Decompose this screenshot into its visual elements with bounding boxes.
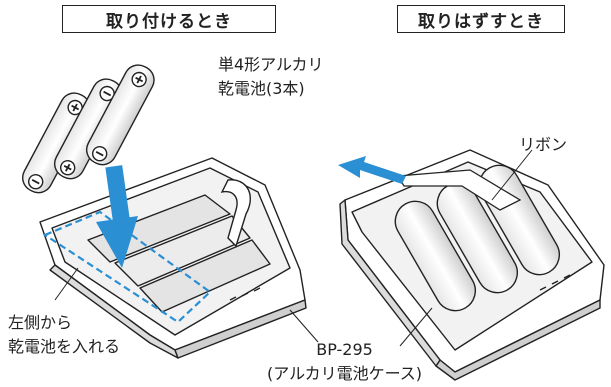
- case-label-line1: BP-295: [316, 340, 373, 359]
- insert-label: 左側から 乾電池を入れる: [8, 311, 120, 359]
- ribbon-label: リボン: [519, 135, 568, 154]
- battery-label-line1: 単4形アルカリ: [218, 55, 324, 74]
- battery-label: 単4形アルカリ 乾電池(3本): [218, 53, 324, 101]
- remove-title: 取りはずすとき: [397, 5, 565, 33]
- insert-arrow: [96, 165, 138, 268]
- pull-arrow: [338, 156, 406, 184]
- install-title: 取り付けるとき: [62, 5, 276, 33]
- insert-highlight: [42, 210, 212, 324]
- battery-label-line2: 乾電池(3本): [218, 79, 305, 98]
- case-label-line2: (アルカリ電池ケース): [267, 364, 423, 383]
- case-leader-left: [289, 309, 319, 343]
- case-leader-right: [399, 307, 433, 347]
- remove-ribbon: [396, 169, 522, 211]
- remove-case: [339, 149, 605, 381]
- ribbon-leader: [491, 149, 533, 201]
- case-label: BP-295 (アルカリ電池ケース): [267, 338, 422, 386]
- aaa-batteries: [21, 64, 155, 194]
- insert-label-line2: 乾電池を入れる: [8, 337, 121, 356]
- insert-label-line1: 左側から: [8, 313, 73, 332]
- install-ribbon: [220, 179, 251, 248]
- insert-leader: [54, 267, 79, 301]
